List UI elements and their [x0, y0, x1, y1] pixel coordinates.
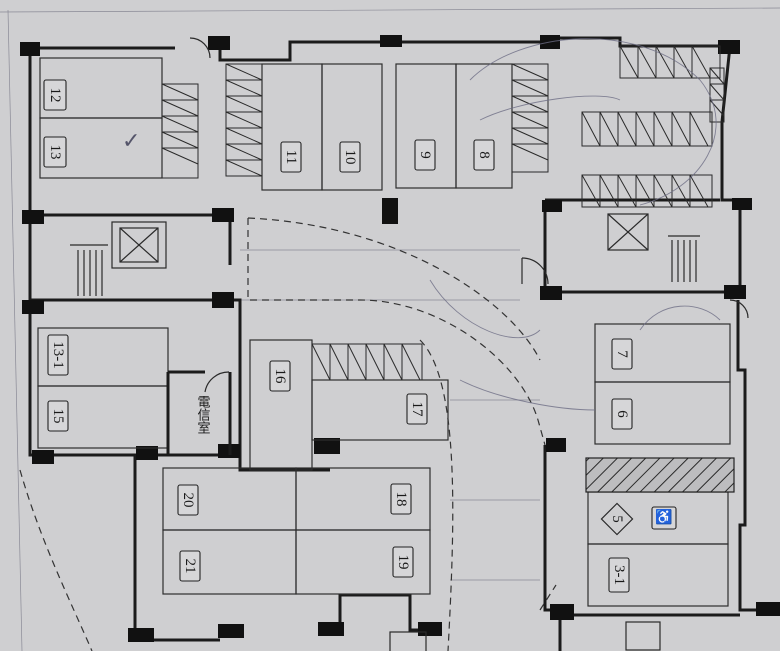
- stall-label-box: [608, 557, 630, 593]
- stall-label-20: 20: [177, 484, 199, 516]
- stall-number: 7: [614, 350, 630, 358]
- accessible-icon-box: [651, 506, 677, 530]
- stall-label-7: 7: [611, 338, 633, 370]
- stall-label-13-1: 13-1: [47, 334, 69, 376]
- stair-elevator-core-left: [70, 221, 167, 296]
- stall-label-box: [611, 338, 633, 370]
- ramp-hatch-1: [225, 63, 263, 177]
- stall-number: 20: [180, 493, 196, 508]
- stall-label-6: 6: [611, 398, 633, 430]
- stall-label-box: [339, 141, 361, 173]
- stall-label-17: 17: [406, 393, 428, 425]
- elevator-icon: [119, 227, 159, 263]
- accessible-stall-marks: ♿: [600, 502, 677, 536]
- stall-number: 6: [614, 410, 630, 418]
- stall-number: 11: [283, 150, 299, 164]
- ramp-hatch-6: [311, 343, 423, 381]
- stall-label-box: [473, 139, 495, 171]
- room-label-telecom: 電信室: [196, 395, 211, 434]
- stall-label-5: 5: [609, 515, 625, 523]
- stall-label-18: 18: [390, 483, 412, 515]
- stall-label-13: 13: [43, 136, 67, 168]
- stall-label-box: [390, 483, 412, 515]
- stall-label-box: [47, 334, 69, 376]
- stall-number: 12: [47, 88, 63, 103]
- ramp-hatch-3: [619, 45, 721, 79]
- stall-number: 8: [476, 151, 492, 159]
- no-parking-hatch: [585, 457, 735, 493]
- stall-labels: 12 13 11 10 9 8 13-1 15 16 17 7 6 20 21 18 19 5 3-1: [43, 79, 633, 593]
- ramp-hatch-0: [161, 83, 199, 179]
- ramp-hatch-5: [581, 174, 713, 208]
- stall-number: 19: [395, 555, 411, 570]
- stall-label-box: [406, 393, 428, 425]
- stall-label-11: 11: [280, 141, 302, 173]
- stall-number: 18: [393, 492, 409, 507]
- handwritten-check: ✓: [122, 128, 140, 153]
- ramp-markings: [161, 45, 725, 381]
- stall-number: 3-1: [611, 565, 627, 585]
- diamond-mark: [600, 502, 634, 536]
- stall-number: 9: [417, 151, 433, 159]
- stall-number: 15: [50, 409, 66, 424]
- stall-number: 17: [409, 402, 425, 418]
- drive-aisle-curve: [19, 217, 557, 651]
- stall-label-3-1: 3-1: [608, 557, 630, 593]
- stall-number: 13: [47, 145, 63, 160]
- ramp-hatch-2: [511, 63, 549, 173]
- stall-label-8: 8: [473, 139, 495, 171]
- stall-number: 5: [609, 515, 625, 523]
- stall-number: 13-1: [50, 341, 66, 369]
- accessible-icon: ♿: [655, 509, 672, 526]
- stair-icon: [70, 244, 108, 296]
- telecom-room: 電信室: [166, 370, 232, 455]
- stair-icon: [668, 235, 700, 282]
- pencil-annotations: ✓: [122, 38, 721, 411]
- stall-label-box: [414, 139, 436, 171]
- stall-label-10: 10: [339, 141, 361, 173]
- stall-outlines: [37, 57, 731, 607]
- stall-label-box: [179, 550, 201, 582]
- stall-label-21: 21: [179, 550, 201, 582]
- door-icon: [189, 37, 749, 393]
- stall-number: 10: [342, 150, 358, 165]
- ramp-hatch-4: [581, 111, 713, 147]
- stall-label-box: [611, 398, 633, 430]
- stall-label-15: 15: [47, 400, 69, 432]
- stall-label-9: 9: [414, 139, 436, 171]
- stall-label-box: [392, 546, 414, 578]
- stall-number: 21: [182, 559, 198, 574]
- stall-label-box: [177, 484, 199, 516]
- stall-label-box: [43, 79, 67, 111]
- stair-elevator-core-right: [607, 213, 700, 282]
- stall-number: 16: [272, 369, 288, 385]
- stair-elevator-core-bottom: [389, 621, 661, 651]
- stall-label-box: [47, 400, 69, 432]
- elevator-icon: [389, 621, 661, 651]
- stall-label-16: 16: [269, 360, 291, 392]
- elevator-icon: [607, 213, 649, 251]
- paper-grid: [0, 7, 780, 651]
- stall-label-box: [43, 136, 67, 168]
- stall-label-19: 19: [392, 546, 414, 578]
- structural-columns: [20, 35, 780, 642]
- stall-label-box: [280, 141, 302, 173]
- stall-label-12: 12: [43, 79, 67, 111]
- stall-label-box: [269, 360, 291, 392]
